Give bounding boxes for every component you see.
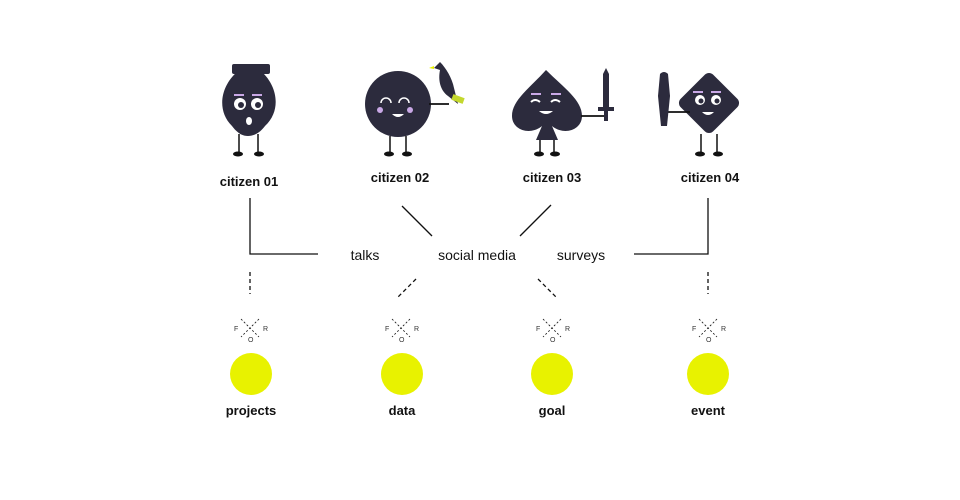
citizen-02-figure: [365, 62, 465, 157]
hub-letter-r: R: [263, 326, 268, 333]
target-data-circle: [381, 353, 423, 395]
hub-letter-r: R: [414, 326, 419, 333]
hub-letter-o: O: [399, 337, 405, 344]
channel-surveys: surveys: [556, 247, 606, 263]
hub-goal: F O R: [536, 318, 570, 344]
hub-event: F O R: [692, 318, 726, 344]
citizen-01-figure: [222, 64, 276, 157]
hub-letter-o: O: [248, 337, 254, 344]
dashed-connector-goal: [537, 278, 557, 298]
hub-letter-r: R: [721, 326, 726, 333]
target-goal-circle: [531, 353, 573, 395]
citizen-04-label: citizen 04: [680, 170, 740, 185]
hub-letter-o: O: [706, 337, 712, 344]
connector-citizen-02: [401, 205, 433, 237]
channel-social-media: social media: [438, 247, 516, 263]
citizen-01-label: citizen 01: [219, 174, 279, 189]
connectors: [249, 198, 709, 298]
hub-letter-o: O: [550, 337, 556, 344]
hub-letter-f: F: [234, 326, 238, 333]
citizen-03-figure: [512, 68, 614, 157]
connector-citizen-03: [519, 204, 552, 237]
citizen-03-label: citizen 03: [522, 170, 582, 185]
target-data-label: data: [388, 403, 416, 418]
connector-citizen-04: [634, 198, 709, 255]
target-projects-circle: [230, 353, 272, 395]
hub-letter-f: F: [385, 326, 389, 333]
citizen-02-label: citizen 02: [370, 170, 430, 185]
target-goal-label: goal: [538, 403, 566, 418]
hub-projects: F O R: [234, 318, 268, 344]
hub-letter-r: R: [565, 326, 570, 333]
connector-citizen-01: [249, 198, 318, 255]
target-event-circle: [687, 353, 729, 395]
target-projects-label: projects: [225, 403, 277, 418]
channel-talks: talks: [350, 247, 380, 263]
hub-data: F O R: [385, 318, 419, 344]
hub-letter-f: F: [536, 326, 540, 333]
target-event-label: event: [691, 403, 725, 418]
hub-letter-f: F: [692, 326, 696, 333]
citizen-04-figure: [658, 72, 740, 157]
dashed-connector-data: [397, 278, 417, 298]
